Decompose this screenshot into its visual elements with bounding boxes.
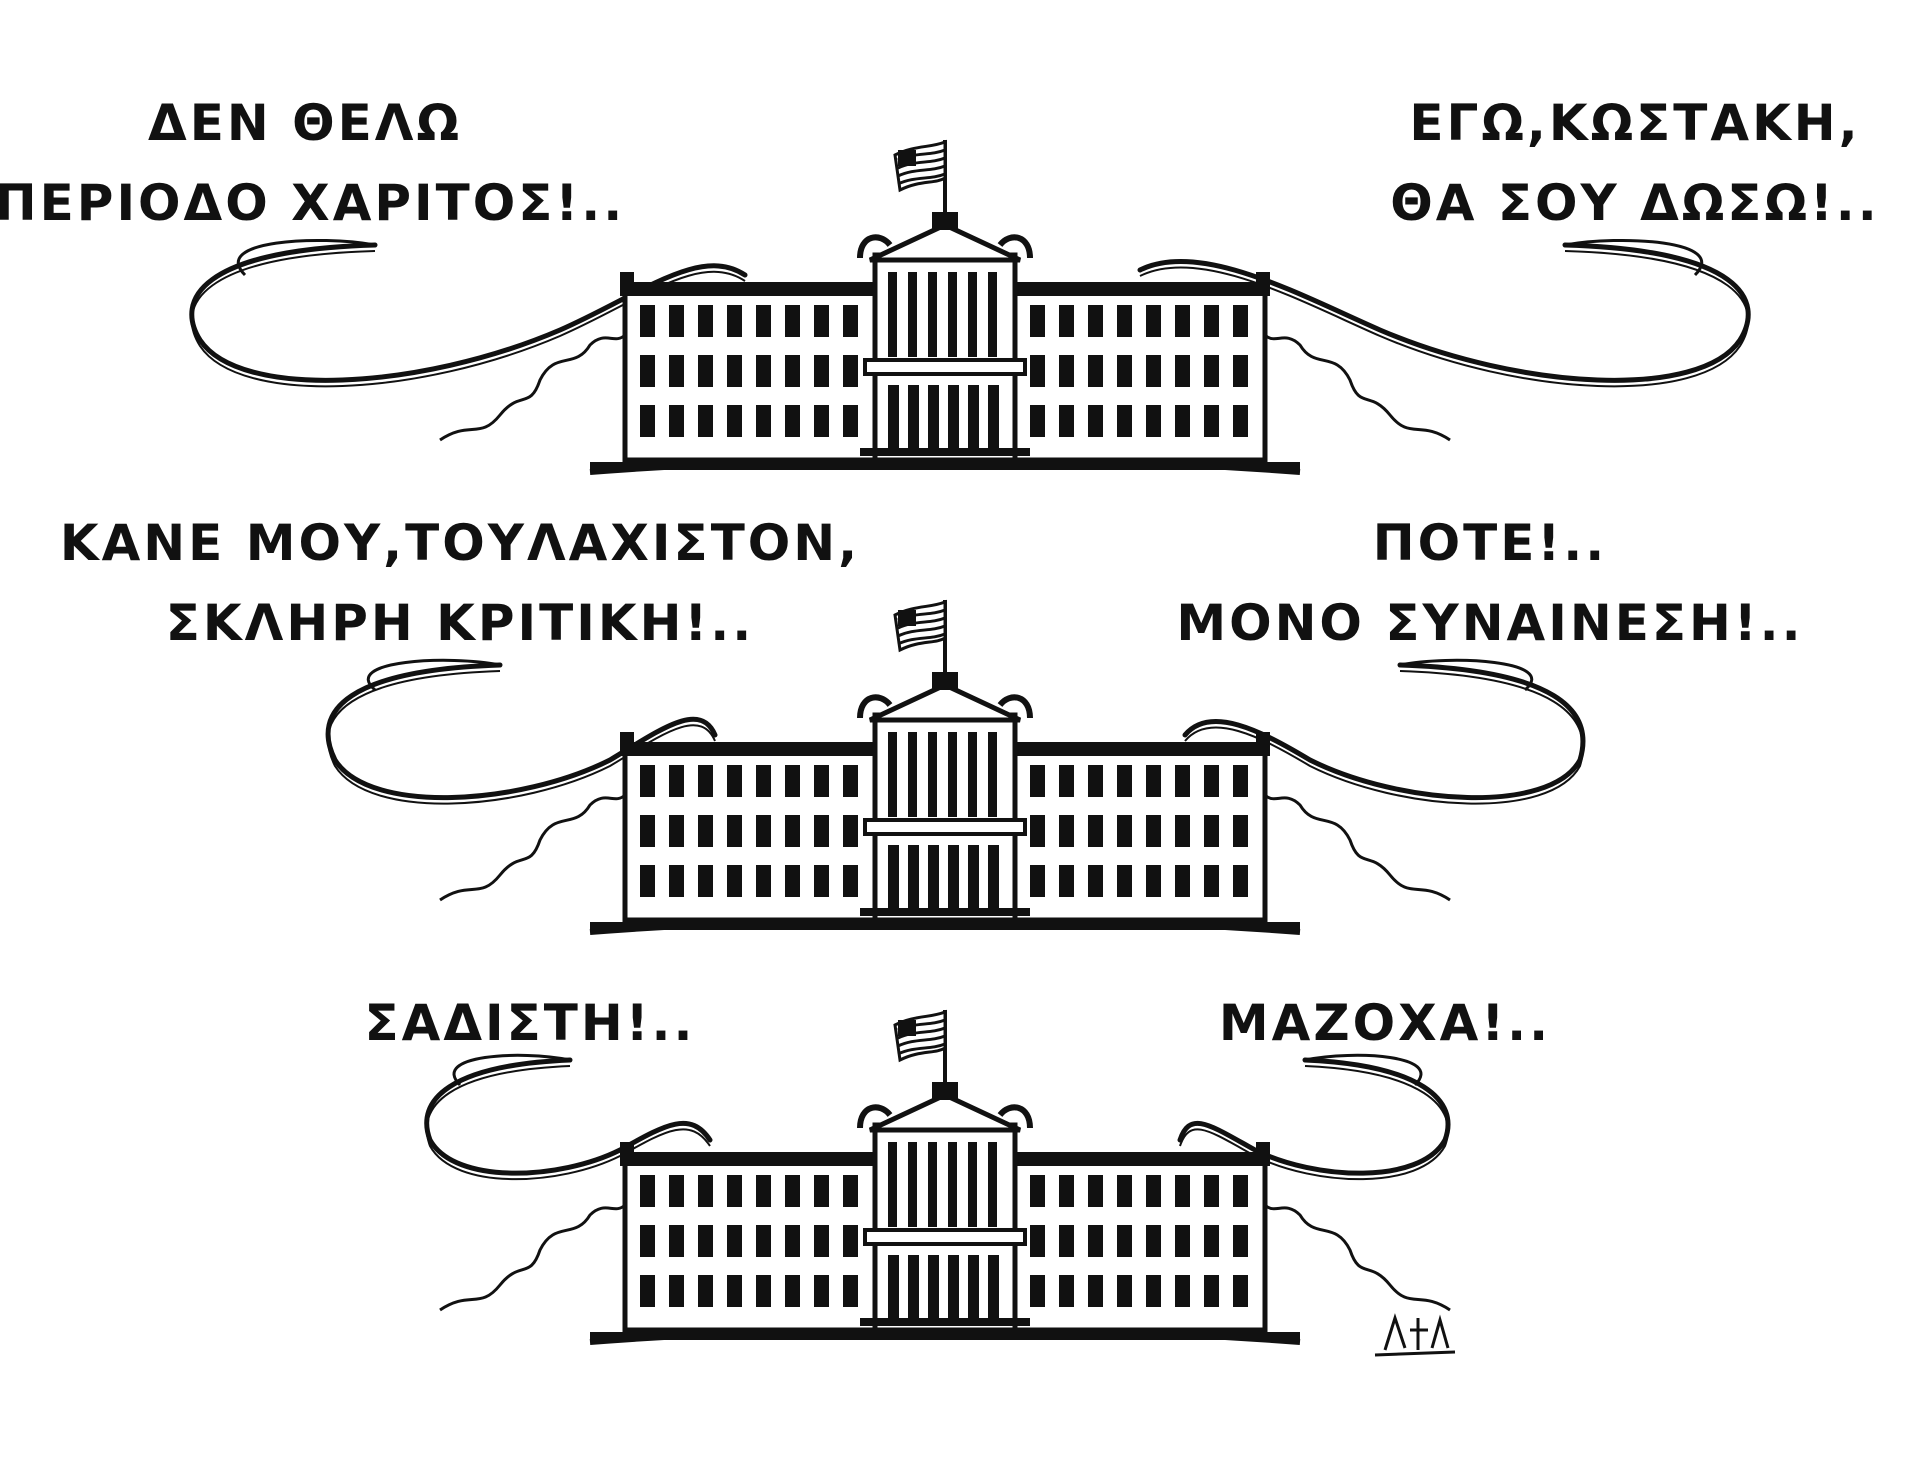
panel-1-left-line-1: ΔΕΝ ΘΕΛΩ (148, 94, 462, 152)
panel-3-left-speech-tail (424, 1053, 713, 1181)
panel-3-left-line-1: ΣΑΔΙΣΤΗ!.. (364, 994, 695, 1052)
panel-1: ΔΕΝ ΘΕΛΩ ΠΕΡΙΟΔΟ ΧΑΡΙΤΟΣ!.. ΕΓΩ,ΚΩΣΤΑΚΗ,… (0, 94, 1880, 475)
panel-2-right-line-2: ΜΟΝΟ ΣΥΝΑΙΝΕΣΗ!.. (1176, 594, 1803, 652)
panel-1-left-line-2: ΠΕΡΙΟΔΟ ΧΑΡΙΤΟΣ!.. (0, 174, 625, 232)
panel-2-right-speech-tail (1182, 658, 1586, 805)
artist-signature (1374, 1313, 1456, 1357)
panel-3-right-speech-tail (1177, 1053, 1451, 1181)
panel-2-left-speech-tail (325, 658, 718, 805)
panel-3: ΣΑΔΙΣΤΗ!.. ΜΑΖΟΧΑ!.. (364, 994, 1551, 1345)
panel-1-right-line-2: ΘΑ ΣΟΥ ΔΩΣΩ!.. (1390, 174, 1880, 232)
parliament-building-icon (439, 139, 1451, 475)
parliament-building-icon (439, 1009, 1451, 1345)
panel-1-right-line-1: ΕΓΩ,ΚΩΣΤΑΚΗ, (1409, 94, 1860, 152)
greek-flag-icon (893, 1009, 947, 1082)
panel-3-right-line-1: ΜΑΖΟΧΑ!.. (1219, 994, 1551, 1052)
panel-2-left-line-2: ΣΚΛΗΡΗ ΚΡΙΤΙΚΗ!.. (166, 594, 754, 652)
greek-flag-icon (893, 139, 947, 212)
panel-2-left-line-1: ΚΑΝΕ ΜΟΥ,ΤΟΥΛΑΧΙΣΤΟΝ, (60, 514, 860, 572)
greek-flag-icon (893, 599, 947, 672)
panel-2: ΚΑΝΕ ΜΟΥ,ΤΟΥΛΑΧΙΣΤΟΝ, ΣΚΛΗΡΗ ΚΡΙΤΙΚΗ!.. … (60, 514, 1803, 935)
panel-2-right-line-1: ΠΟΤΕ!.. (1373, 514, 1607, 572)
parliament-building-icon (439, 599, 1451, 935)
